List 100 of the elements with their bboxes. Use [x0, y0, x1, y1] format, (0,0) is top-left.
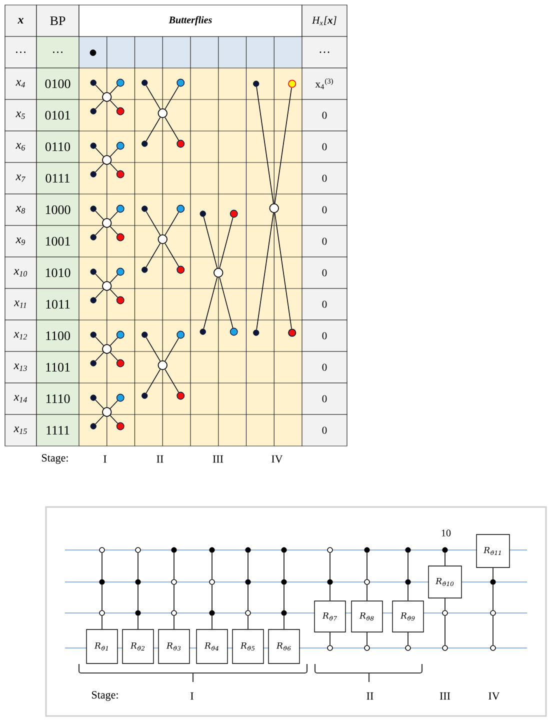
stage-label: Stage: — [42, 454, 68, 464]
number-label: 10 — [442, 530, 451, 536]
table-cell: 0 — [302, 256, 348, 289]
table-cell: 0 — [302, 162, 348, 194]
gate-box: R$_{ϑ10}$ — [428, 566, 462, 598]
connector-line — [219, 277, 234, 328]
connector-line — [110, 274, 118, 283]
column-header: x — [4, 4, 37, 37]
column-header: BP — [36, 4, 80, 37]
dot — [230, 210, 238, 218]
table-cell: … — [302, 36, 348, 68]
junction-circle — [269, 203, 279, 214]
table-cell: x$_{8}$ — [4, 194, 37, 226]
connector-line — [95, 210, 104, 220]
column-header: Butterflies — [78, 4, 302, 37]
connector-line — [110, 415, 118, 424]
connector-line — [274, 212, 292, 330]
table-cell: 0 — [302, 382, 348, 415]
dot — [288, 80, 296, 88]
table-cell: … — [36, 36, 80, 68]
connector-line — [110, 226, 118, 235]
connector-line — [110, 85, 118, 94]
gate-box: R$_{ϑ6}$ — [268, 629, 300, 664]
dot — [116, 330, 124, 339]
dot — [116, 422, 124, 430]
table-cell: 1000 — [36, 194, 80, 226]
connector-line — [110, 211, 118, 220]
connector-line — [203, 216, 218, 268]
junction-circle — [102, 92, 112, 102]
stage-label: IV — [272, 455, 283, 463]
connector-line — [146, 337, 161, 362]
dot — [176, 204, 185, 213]
stage-label: III — [440, 692, 450, 700]
gate-box: R$_{ϑ2}$ — [122, 629, 154, 664]
connector-line — [146, 85, 161, 110]
connector-line — [164, 212, 180, 236]
junction-circle — [102, 155, 112, 165]
table-cell: 1101 — [36, 351, 80, 384]
dot — [116, 233, 124, 242]
table-cell: 0 — [302, 320, 348, 352]
connector-line — [256, 212, 274, 330]
table-cell: x$_{14}$ — [4, 382, 37, 415]
table-cell: x$_{11}$ — [4, 288, 37, 320]
dot — [116, 296, 124, 304]
connector-line — [444, 616, 446, 646]
junction-circle — [102, 407, 112, 417]
gate-box: R$_{ϑ8}$ — [351, 600, 383, 632]
table-cell: x$_{13}$ — [4, 351, 37, 384]
connector-line — [256, 86, 274, 204]
dot — [176, 330, 185, 339]
table-cell: x$_{5}$ — [4, 99, 37, 132]
gate-box: R$_{ϑ9}$ — [392, 600, 424, 632]
connector-line — [444, 598, 446, 610]
table-cell: 0111 — [36, 162, 80, 194]
dot — [116, 142, 124, 150]
stage-label: II — [366, 692, 374, 700]
connector-line — [95, 289, 104, 298]
connector-line — [203, 277, 218, 330]
table-cell: x$_{10}$ — [4, 256, 37, 289]
table-cell: … — [4, 36, 37, 68]
connector-line — [492, 616, 494, 646]
gate-box: R$_{ϑ11}$ — [476, 534, 510, 568]
connector-line — [95, 226, 104, 236]
connector-line — [492, 567, 494, 580]
connector-line — [95, 415, 104, 424]
connector-line — [146, 117, 161, 142]
table-cell: x$_{6}$ — [4, 130, 37, 163]
connector-line — [110, 352, 118, 361]
table-cell: 1001 — [36, 225, 80, 258]
dot — [116, 394, 124, 402]
table-cell: 1111 — [36, 414, 80, 446]
connector-line — [95, 336, 104, 346]
dot — [288, 328, 296, 337]
connector-line — [95, 148, 104, 157]
dot — [116, 170, 124, 178]
table-cell: 0110 — [36, 130, 80, 163]
connector-line — [110, 289, 118, 298]
dot — [176, 78, 185, 87]
connector-line — [164, 369, 180, 393]
table-cell: 0100 — [36, 68, 80, 100]
stage-label: I — [104, 455, 106, 463]
dot — [116, 359, 124, 368]
connector-line — [95, 400, 104, 409]
connector-line — [95, 84, 104, 94]
table-cell: 0 — [302, 414, 348, 446]
junction-circle — [102, 344, 112, 354]
gate-box: R$_{ϑ4}$ — [196, 629, 228, 664]
stage-label: Stage: — [92, 691, 118, 701]
table-cell: 1100 — [36, 320, 80, 352]
connector-line — [219, 217, 234, 268]
connector-line — [110, 148, 118, 157]
connector-line — [146, 369, 161, 394]
connector-line — [366, 584, 368, 602]
junction-circle — [102, 218, 112, 228]
connector-line — [110, 337, 118, 346]
connector-line — [95, 100, 104, 110]
table-cell: 0101 — [36, 99, 80, 132]
gate-box: R$_{ϑ1}$ — [86, 629, 118, 664]
table-cell: x$_{7}$ — [4, 162, 37, 194]
dot — [176, 140, 185, 148]
